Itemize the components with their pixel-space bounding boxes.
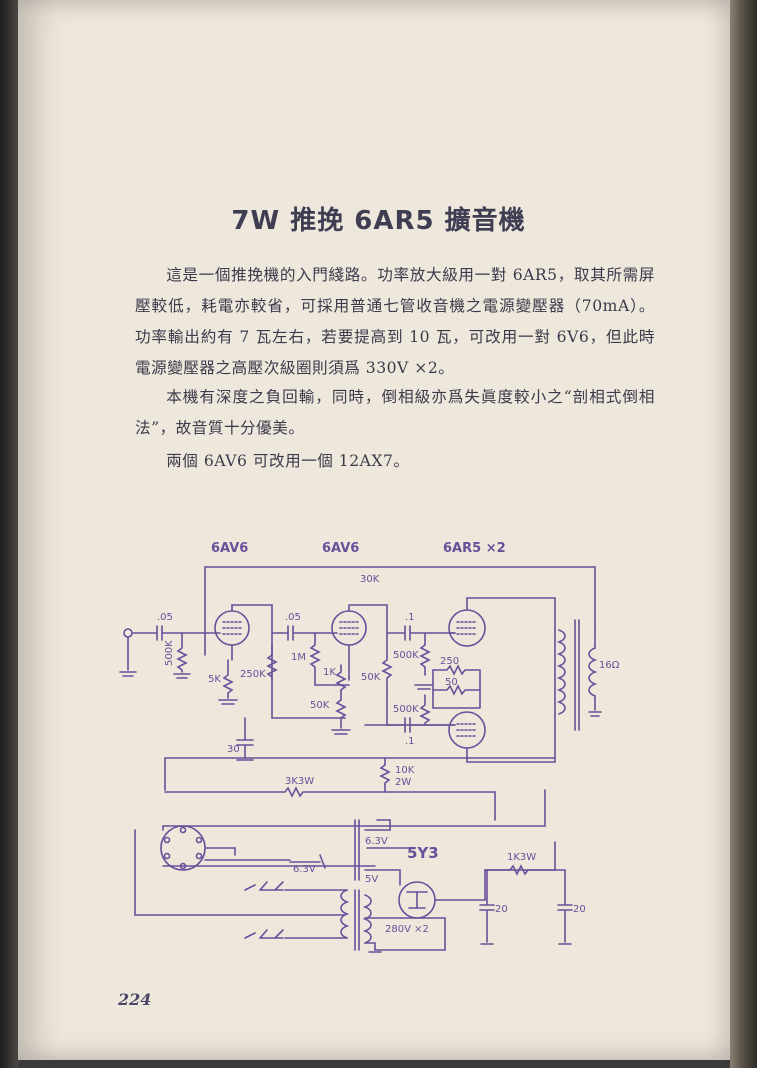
- paragraph-feedback: 本機有深度之負回輸，同時，倒相級亦爲失眞度較小之“剖相式倒相法”，故音質十分優美…: [135, 388, 655, 437]
- label-r-50: 50: [445, 677, 458, 688]
- label-r-10k-w: 2W: [395, 777, 411, 788]
- label-w-280v: 280V ×2: [385, 924, 429, 935]
- label-w-63v-b: 6.3V: [365, 836, 388, 847]
- paragraph-intro: 這是一個推挽機的入門綫路。功率放大級用一對 6AR5，取其所需屏壓較低，耗電亦較…: [135, 266, 655, 377]
- page: [18, 0, 730, 1060]
- page-edge: [730, 0, 757, 1068]
- circuit-schematic: 6AV6 6AV6 6AR5 ×2 5Y3 .05 500K 5K 250K .…: [119, 541, 620, 953]
- tube-label-v2: 6AV6: [322, 541, 359, 556]
- label-w-5v: 5V: [365, 874, 378, 885]
- label-out-imp: 16Ω: [599, 660, 620, 671]
- label-c-20b: 20: [573, 904, 586, 915]
- label-r-cath1: 5K: [208, 674, 221, 685]
- label-w-63v-a: 6.3V: [293, 864, 316, 875]
- book-spine: [0, 0, 18, 1068]
- label-r-1k3w: 1K3W: [507, 852, 536, 863]
- label-r-50k-a: 50K: [310, 700, 330, 711]
- label-r-500k-a: 500K: [393, 650, 419, 661]
- label-c-30: 30: [227, 744, 240, 755]
- label-r-1m: 1M: [291, 652, 306, 663]
- label-r-10k: 10K: [395, 765, 415, 776]
- label-r-50k-b: 50K: [361, 672, 381, 683]
- label-r-load1: 250K: [240, 669, 266, 680]
- label-r-fb: 30K: [360, 574, 380, 585]
- label-r-500k-b: 500K: [393, 704, 419, 715]
- label-c-couple: .05: [285, 612, 301, 623]
- label-c-in: .05: [157, 612, 173, 623]
- page-title: 7W 推挽 6AR5 擴音機: [231, 206, 526, 236]
- label-c-20a: 20: [495, 904, 508, 915]
- page-number: 224: [118, 990, 152, 1009]
- label-r-1k: 1K: [323, 667, 336, 678]
- tube-label-v1: 6AV6: [211, 541, 248, 556]
- label-c-pp1: .1: [405, 612, 415, 623]
- tube-label-rect: 5Y3: [407, 844, 439, 862]
- paragraph-substitution: 兩個 6AV6 可改用一個 12AX7。: [166, 452, 410, 470]
- label-c-pp2: .1: [405, 736, 415, 747]
- label-r-3k3w: 3K3W: [285, 776, 314, 787]
- label-r-grid: 500K: [164, 640, 175, 666]
- tube-label-v3: 6AR5 ×2: [443, 541, 506, 556]
- label-r-250: 250: [440, 656, 459, 667]
